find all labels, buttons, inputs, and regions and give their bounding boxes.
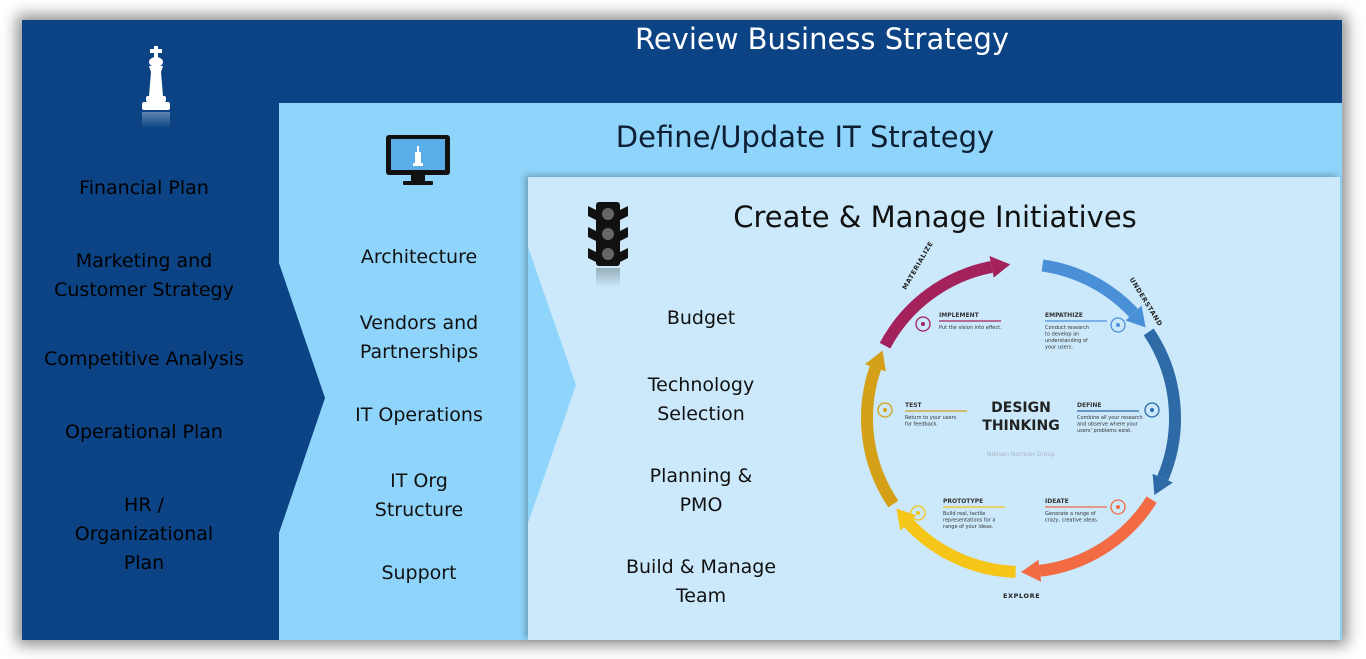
traffic-light-icon — [588, 202, 628, 288]
item-support: Support — [381, 562, 457, 584]
item-technology-selection: Technology Selection — [647, 374, 755, 425]
magnifier-icon — [1144, 402, 1160, 418]
item-operational-plan: Operational Plan — [65, 421, 223, 443]
stage-name-prototype: PROTOTYPE — [943, 498, 983, 505]
item-architecture: Architecture — [360, 246, 478, 268]
design-thinking-credit: Nielsen Norman Group — [987, 451, 1055, 458]
hammer-icon — [910, 505, 926, 521]
it-strategy-chevron — [279, 263, 325, 533]
item-it-operations: IT Operations — [355, 404, 483, 426]
item-marketing-strategy: Marketing and Customer Strategy — [54, 250, 234, 301]
initiatives-panel — [528, 177, 1340, 640]
design-thinking-diagram: UNDERSTANDEXPLOREMATERIALIZEDESIGNTHINKI… — [861, 240, 1181, 600]
initiatives-title: Create & Manage Initiatives — [733, 200, 1137, 234]
chess-king-icon — [142, 46, 170, 128]
cycle-arc-4 — [861, 365, 899, 508]
item-budget: Budget — [666, 307, 736, 329]
stage-name-empathize: EMPATHIZE — [1045, 312, 1083, 319]
cycle-arc-2 — [1038, 496, 1157, 577]
rocket-icon — [915, 316, 931, 332]
item-financial-plan: Financial Plan — [79, 177, 209, 199]
item-it-org-structure: IT Org Structure — [374, 470, 464, 521]
cycle-arc-0 — [1041, 259, 1139, 318]
design-thinking-title-line2: THINKING — [982, 418, 1059, 434]
item-build-manage-team: Build & Manage Team — [625, 556, 777, 607]
item-hr-organizational-plan: HR / Organizational Plan — [74, 494, 214, 574]
initiatives-chevron — [528, 247, 576, 523]
empathize-icon — [1110, 317, 1126, 333]
label-explore: EXPLORE — [1003, 592, 1040, 600]
cycle-arrowhead-0 — [1125, 305, 1146, 328]
stage-name-test: TEST — [905, 402, 923, 409]
item-competitive-analysis: Competitive Analysis — [44, 348, 244, 370]
monitor-icon — [386, 135, 450, 185]
cycle-arrowhead-5 — [989, 256, 1011, 278]
label-materialize: MATERIALIZE — [901, 240, 935, 291]
stage-name-define: DEFINE — [1077, 402, 1102, 409]
cycle-arc-5 — [879, 260, 993, 349]
lightbulb-icon — [1110, 499, 1126, 515]
business-strategy-title: Review Business Strategy — [634, 22, 1010, 56]
item-planning-pmo: Planning & PMO — [649, 465, 753, 516]
cycle-arc-1 — [1143, 328, 1181, 481]
it-strategy-title: Define/Update IT Strategy — [615, 120, 995, 154]
design-thinking-title-line1: DESIGN — [991, 400, 1051, 416]
checklist-icon — [877, 402, 893, 418]
item-vendors-partnerships: Vendors and Partnerships — [359, 312, 479, 363]
cycle-arc-3 — [903, 518, 1016, 578]
stage-name-implement: IMPLEMENT — [939, 312, 980, 319]
cycle-arrowhead-2 — [1021, 559, 1042, 582]
cycle-arrowhead-1 — [1152, 473, 1173, 495]
stage-name-ideate: IDEATE — [1045, 498, 1069, 505]
stage-text-implement: Put the vision into effect. — [939, 325, 1002, 331]
cycle-arrowhead-4 — [864, 350, 886, 372]
